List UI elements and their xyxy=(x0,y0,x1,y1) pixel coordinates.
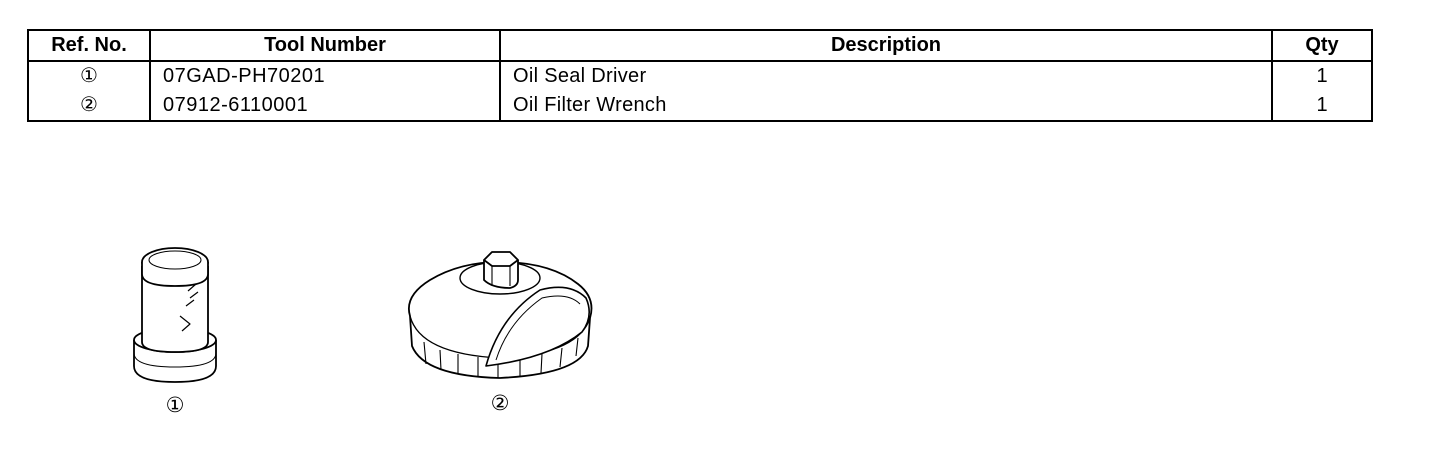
cell-qty: 1 xyxy=(1271,61,1373,91)
header-ref-no: Ref. No. xyxy=(27,29,151,62)
oil-filter-wrench-figure: ② xyxy=(400,246,600,414)
header-tool-number: Tool Number xyxy=(149,29,501,62)
special-tools-table: Ref. No. Tool Number Description Qty ① 0… xyxy=(27,29,1373,122)
table-row: ① 07GAD-PH70201 Oil Seal Driver 1 xyxy=(27,61,1373,91)
cell-ref: ② xyxy=(27,91,151,122)
header-qty: Qty xyxy=(1271,29,1373,62)
oil-filter-wrench-icon xyxy=(408,251,593,379)
table-header-row: Ref. No. Tool Number Description Qty xyxy=(27,29,1373,62)
cell-description: Oil Filter Wrench xyxy=(499,91,1273,122)
cell-qty: 1 xyxy=(1271,91,1373,122)
figure-label-1: ① xyxy=(165,393,185,417)
figure-label-2: ② xyxy=(490,391,510,415)
cell-tool-number: 07GAD-PH70201 xyxy=(149,61,501,91)
cell-description: Oil Seal Driver xyxy=(499,61,1273,91)
table-row: ② 07912-6110001 Oil Filter Wrench 1 xyxy=(27,91,1373,122)
oil-seal-driver-figure: ① xyxy=(120,236,230,416)
header-description: Description xyxy=(499,29,1273,62)
cell-ref: ① xyxy=(27,61,151,91)
cell-tool-number: 07912-6110001 xyxy=(149,91,501,122)
oil-seal-driver-icon xyxy=(133,247,217,383)
